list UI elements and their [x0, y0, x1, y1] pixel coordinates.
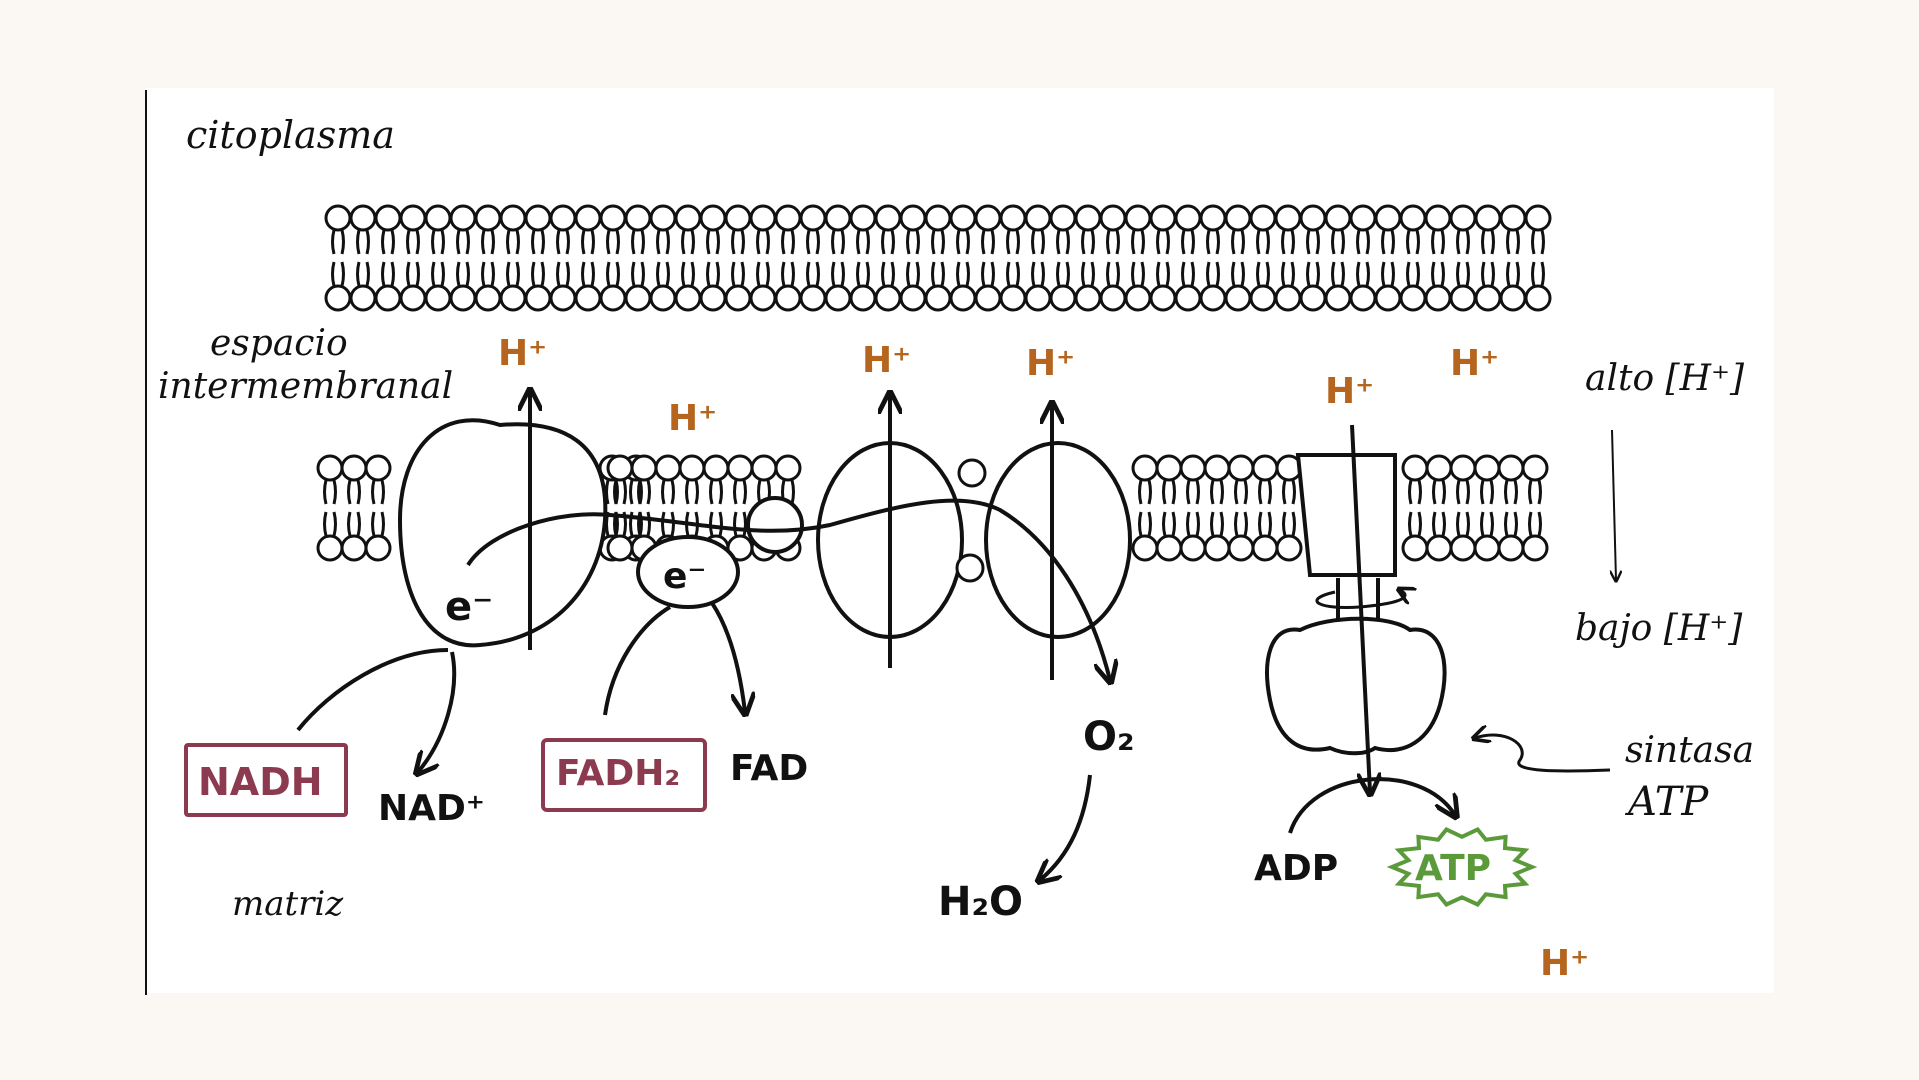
- outer-membrane-phospholipid: [1124, 204, 1152, 312]
- synthase-pointer: [1475, 735, 1611, 773]
- inner-membrane-phospholipid: [726, 454, 754, 562]
- proton-label-5: H⁺: [1325, 371, 1374, 412]
- outer-membrane-phospholipid: [1324, 204, 1352, 312]
- outer-membrane: [324, 204, 1552, 312]
- fadh2-label: FADH₂: [556, 753, 680, 794]
- atp-synthase-f0: [1295, 453, 1397, 577]
- outer-membrane-phospholipid: [724, 204, 752, 312]
- low-concentration-label: bajo [H⁺]: [1575, 608, 1743, 649]
- outer-membrane-phospholipid: [1249, 204, 1277, 312]
- fad-label: FAD: [730, 748, 808, 789]
- outer-membrane-phospholipid: [649, 204, 677, 312]
- outer-membrane-phospholipid: [1099, 204, 1127, 312]
- cytoplasm-label: citoplasma: [186, 113, 395, 157]
- outer-membrane-phospholipid: [1374, 204, 1402, 312]
- water-label: H₂O: [938, 879, 1023, 925]
- synthase-proton-arrow: [1350, 424, 1370, 792]
- outer-membrane-phospholipid: [624, 204, 652, 312]
- outer-membrane-phospholipid: [599, 204, 627, 312]
- outer-membrane-phospholipid: [874, 204, 902, 312]
- intermembrane-label-line1: espacio: [210, 323, 348, 364]
- proton-label-7: H⁺: [1540, 943, 1589, 984]
- adp-to-atp-arrow: [1288, 777, 1455, 834]
- outer-membrane-phospholipid: [849, 204, 877, 312]
- synthase-label-line2: ATP: [1624, 779, 1709, 825]
- inner-membrane-phospholipid: [1227, 454, 1255, 562]
- outer-membrane-phospholipid: [1524, 204, 1552, 312]
- outer-membrane-phospholipid: [974, 204, 1002, 312]
- cytochrome-c: [957, 458, 987, 488]
- complex-iv: [984, 441, 1132, 639]
- outer-membrane-phospholipid: [1274, 204, 1302, 312]
- high-concentration-label: alto [H⁺]: [1585, 358, 1745, 399]
- ubiquinone: [746, 496, 804, 554]
- proton-label-2: H⁺: [668, 398, 717, 439]
- inner-membrane-phospholipid: [1401, 454, 1429, 562]
- nadh-label: NADH: [198, 760, 323, 804]
- outer-membrane-phospholipid: [774, 204, 802, 312]
- atp-synthase-f1: [1265, 616, 1447, 756]
- outer-membrane-phospholipid: [1449, 204, 1477, 312]
- inner-membrane-phospholipid: [1155, 454, 1183, 562]
- nad-plus-label: NAD⁺: [378, 788, 485, 829]
- electron-label-complex-i: e⁻: [445, 584, 493, 630]
- electron-path: [466, 498, 1110, 680]
- inner-membrane-phospholipid: [1275, 454, 1303, 562]
- outer-membrane-phospholipid: [899, 204, 927, 312]
- electron-label-complex-ii: e⁻: [663, 556, 706, 597]
- outer-membrane-phospholipid: [524, 204, 552, 312]
- outer-membrane-phospholipid: [1149, 204, 1177, 312]
- inner-membrane-phospholipid: [1251, 454, 1279, 562]
- matrix-label: matriz: [232, 884, 344, 924]
- inner-membrane-phospholipid: [364, 454, 392, 562]
- complex-i: [397, 418, 608, 648]
- fad-arrow: [710, 601, 745, 712]
- outer-membrane-phospholipid: [749, 204, 777, 312]
- nadh-box: [184, 743, 348, 817]
- inner-membrane-phospholipid: [1473, 454, 1501, 562]
- nad-plus-arrow: [418, 651, 457, 772]
- proton-label-4: H⁺: [1026, 343, 1075, 384]
- proton-label-6: H⁺: [1450, 343, 1499, 384]
- nadh-curve: [296, 648, 449, 732]
- cytochrome-c-lower: [955, 553, 985, 583]
- outer-membrane-phospholipid: [1474, 204, 1502, 312]
- proton-label-1: H⁺: [498, 333, 547, 374]
- inner-membrane-phospholipid: [1203, 454, 1231, 562]
- oxygen-to-water-arrow: [1040, 774, 1092, 880]
- outer-membrane-phospholipid: [424, 204, 452, 312]
- outer-membrane-phospholipid: [1224, 204, 1252, 312]
- proton-label-3: H⁺: [862, 340, 911, 381]
- atp-label: ATP: [1415, 848, 1491, 889]
- inner-membrane-phospholipid: [1497, 454, 1525, 562]
- atp-burst: [1386, 827, 1538, 907]
- outer-membrane-phospholipid: [799, 204, 827, 312]
- outer-membrane-phospholipid: [1499, 204, 1527, 312]
- outer-membrane-phospholipid: [824, 204, 852, 312]
- outer-membrane-phospholipid: [1399, 204, 1427, 312]
- complex-ii: [636, 535, 740, 609]
- outer-membrane-phospholipid: [1424, 204, 1452, 312]
- adp-label: ADP: [1254, 848, 1338, 889]
- outer-membrane-phospholipid: [349, 204, 377, 312]
- outer-membrane-phospholipid: [999, 204, 1027, 312]
- intermembrane-label-line2: intermembranal: [158, 366, 453, 407]
- oxygen-label: O₂: [1083, 714, 1135, 760]
- gradient-arrow: [1612, 429, 1616, 580]
- outer-membrane-phospholipid: [1349, 204, 1377, 312]
- outer-membrane-phospholipid: [499, 204, 527, 312]
- fadh2-box: [541, 738, 707, 812]
- outer-membrane-phospholipid: [1074, 204, 1102, 312]
- inner-membrane-phospholipid: [1521, 454, 1549, 562]
- inner-membrane-phospholipid: [1131, 454, 1159, 562]
- fadh2-curve: [603, 605, 672, 716]
- outer-membrane-phospholipid: [699, 204, 727, 312]
- synthase-label-line1: sintasa: [1625, 730, 1754, 771]
